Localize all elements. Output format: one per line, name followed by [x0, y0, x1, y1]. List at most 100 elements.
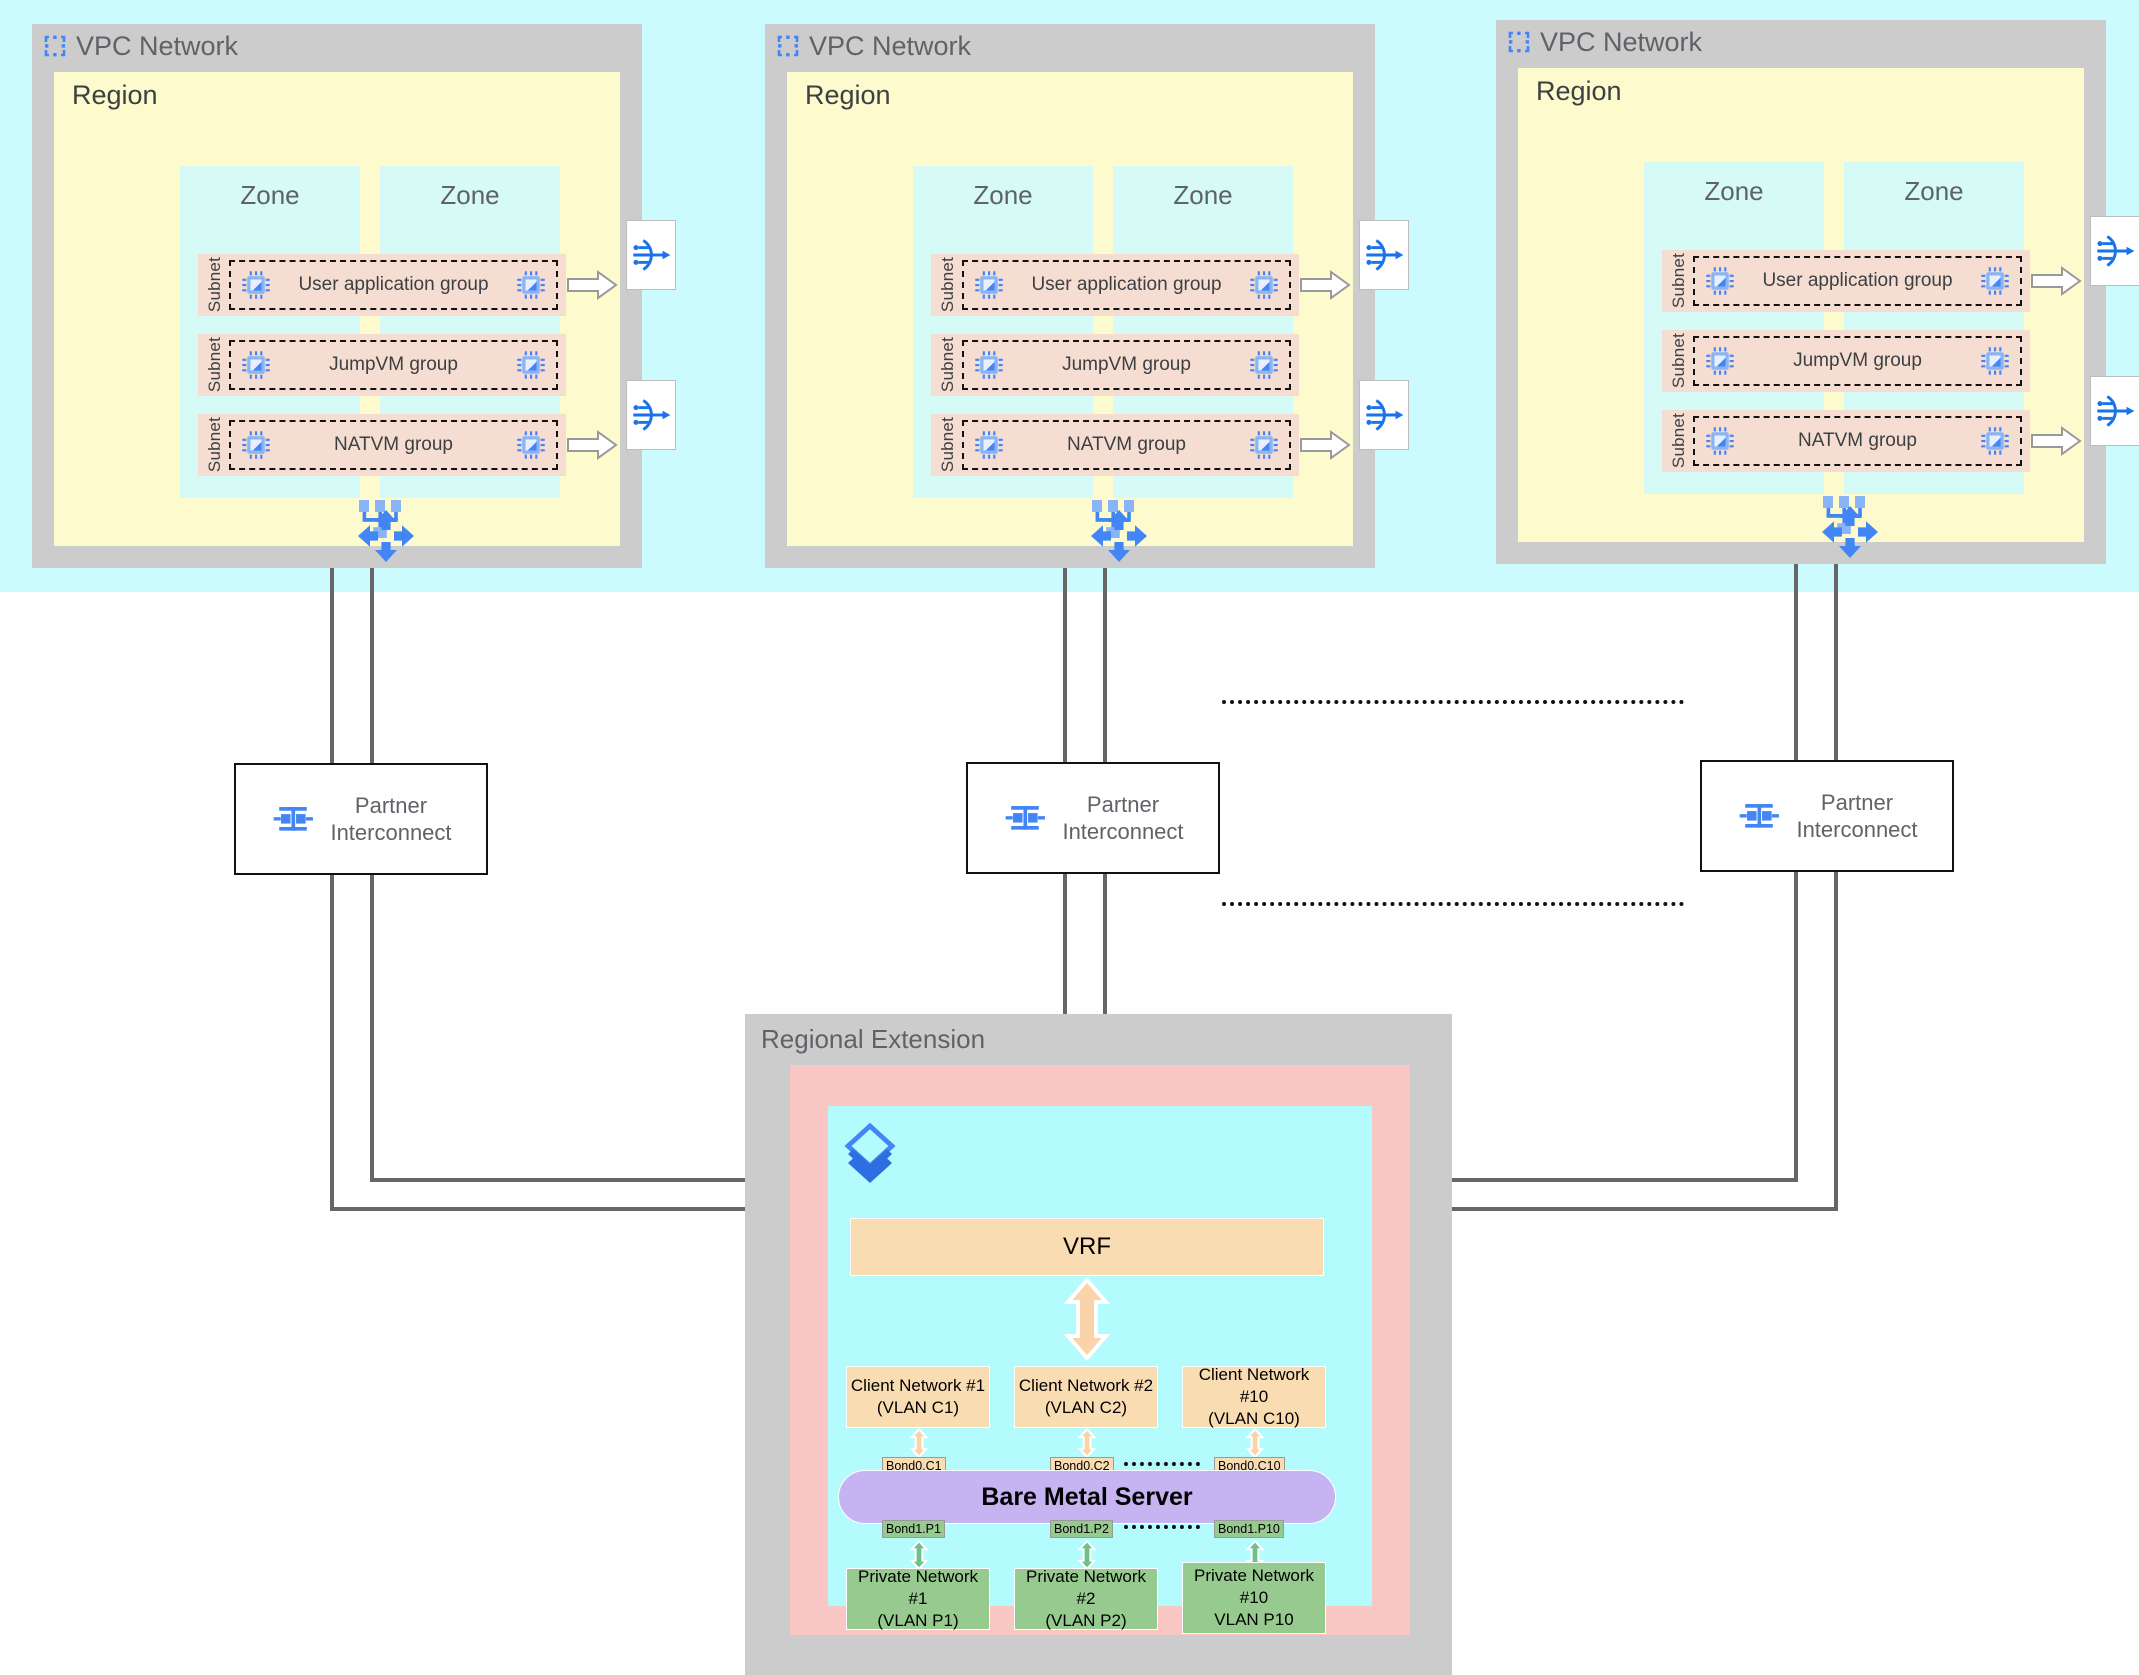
cloud-router-icon: [1089, 508, 1149, 564]
client-network-line-1: Client Network #10: [1198, 1364, 1310, 1406]
instance-group-user-application: User application group: [229, 260, 558, 310]
client-network-line-2: (VLAN C2): [1044, 1398, 1128, 1417]
regional-extension: Regional Extension VRF: [745, 1014, 1452, 1675]
client-network-line-2: (VLAN C1): [876, 1398, 960, 1417]
vm-chip-icon: [1705, 426, 1735, 456]
instance-group-jumpvm: JumpVM group: [962, 340, 1291, 390]
vm-chip-icon: [241, 350, 271, 380]
bond-label-p2: Bond1.P2: [1050, 1520, 1113, 1539]
interconnect-icon: [1002, 798, 1048, 838]
vm-chip-icon: [516, 270, 546, 300]
regional-extension-inner-pink: VRF Client Network #1 (VLAN C1) Client N…: [790, 1065, 1410, 1635]
vpc-title-bar-1: VPC Network: [32, 24, 642, 68]
partner-interconnect-label: Partner Interconnect: [1062, 791, 1183, 846]
vpc-title-label: VPC Network: [809, 30, 972, 61]
private-network-line-3: VLAN P10: [1214, 1610, 1294, 1630]
region-2: Region Zone Zone Subnet User application…: [787, 72, 1353, 546]
instance-group-label: NATVM group: [1798, 430, 1917, 451]
partner-interconnect-2[interactable]: Partner Interconnect: [966, 762, 1220, 874]
private-network-line-2: #10: [1239, 1587, 1269, 1607]
region-label: Region: [805, 80, 891, 110]
vpc-frame-icon: [1508, 31, 1530, 53]
region-3: Region Zone Zone Subnet User application…: [1518, 68, 2084, 542]
arrow-to-lb-natvm: [1300, 430, 1351, 460]
interconnect-icon: [1736, 796, 1782, 836]
pi-line-1: Partner: [354, 792, 428, 818]
private-network-line-1: Private Network #1: [858, 1566, 978, 1608]
client-network-line-1: Client Network #1: [850, 1375, 986, 1395]
instance-group-label: NATVM group: [1067, 434, 1186, 455]
instance-group-label: User application group: [298, 274, 489, 295]
client-link-arrow-2: [1077, 1427, 1097, 1459]
subnet-side-label: Subnet: [938, 257, 957, 313]
subnet-jumpvm: Subnet JumpVM group: [1662, 330, 2030, 392]
load-balancer-natvm: [626, 380, 676, 450]
vm-chip-icon: [974, 430, 1004, 460]
instance-group-label: User application group: [1762, 270, 1953, 291]
partner-interconnect-1[interactable]: Partner Interconnect: [234, 763, 488, 875]
region-1: Region Zone Zone Subnet: [54, 72, 620, 546]
cloud-router-icon: [1820, 504, 1880, 560]
arrow-to-lb-natvm: [567, 430, 618, 460]
instance-group-natvm: NATVM group: [229, 420, 558, 470]
vpc-frame-icon: [44, 35, 66, 57]
instance-group-label: NATVM group: [334, 434, 453, 455]
bond-label-p10: Bond1.P10: [1214, 1520, 1284, 1539]
arrow-to-lb-user-app: [2031, 266, 2082, 296]
instance-group-user-application: User application group: [1693, 256, 2022, 306]
interconnect-icon: [270, 799, 316, 839]
private-network-line-1: Private Network #2: [1026, 1566, 1146, 1608]
load-balancer-natvm: [1359, 380, 1409, 450]
vm-chip-icon: [974, 270, 1004, 300]
client-network-line-1: Client Network #2: [1018, 1375, 1154, 1395]
subnet-side-label: Subnet: [938, 417, 957, 473]
pi-line-1: Partner: [1086, 791, 1160, 817]
instance-group-natvm: NATVM group: [1693, 416, 2022, 466]
zone-label: Zone: [1704, 176, 1764, 206]
zone-label: Zone: [1173, 180, 1233, 210]
zone-label: Zone: [240, 180, 300, 210]
client-link-arrow-10: [1245, 1427, 1265, 1459]
vm-chip-icon: [1705, 266, 1735, 296]
pi-line-2: Interconnect: [1796, 817, 1918, 842]
vm-chip-icon: [1705, 346, 1735, 376]
subnet-side-label: Subnet: [205, 337, 224, 393]
vpc-title-bar-3: VPC Network: [1496, 20, 2106, 64]
subnet-natvm: Subnet NATVM group: [931, 414, 1299, 476]
instance-group-jumpvm: JumpVM group: [229, 340, 558, 390]
vm-chip-icon: [974, 350, 1004, 380]
vm-chip-icon: [516, 430, 546, 460]
regional-extension-title: Regional Extension: [761, 1024, 986, 1054]
subnet-side-label: Subnet: [205, 417, 224, 473]
instance-group-jumpvm: JumpVM group: [1693, 336, 2022, 386]
vpc-network-3: VPC Network Region Zone Zone Subnet User…: [1496, 20, 2139, 564]
private-network-line-1: Private Network: [1194, 1565, 1314, 1585]
region-label: Region: [1536, 76, 1622, 106]
private-ellipsis: [1124, 1525, 1200, 1529]
private-network-1: Private Network #1 (VLAN P1): [846, 1566, 990, 1631]
vm-chip-icon: [241, 270, 271, 300]
subnet-user-application: Subnet User application group: [931, 254, 1299, 316]
subnet-side-label: Subnet: [938, 337, 957, 393]
pi-line-2: Interconnect: [1062, 819, 1184, 844]
client-ellipsis: [1124, 1462, 1200, 1466]
vpc-title-bar-2: VPC Network: [765, 24, 1375, 68]
subnet-jumpvm: Subnet JumpVM group: [198, 334, 566, 396]
subnet-user-application: Subnet User application group: [1662, 250, 2030, 312]
load-balancer-natvm: [2090, 376, 2139, 446]
regional-extension-core: VRF Client Network #1 (VLAN C1) Client N…: [828, 1106, 1372, 1634]
subnet-natvm: Subnet NATVM group: [1662, 410, 2030, 472]
bond-label-p1: Bond1.P1: [882, 1520, 945, 1539]
partner-interconnect-label: Partner Interconnect: [330, 792, 451, 847]
layers-icon: [838, 1120, 902, 1184]
instance-group-user-application: User application group: [962, 260, 1291, 310]
subnet-user-application: Subnet User application group: [198, 254, 566, 316]
partner-interconnect-3[interactable]: Partner Interconnect: [1700, 760, 1954, 872]
zone-label: Zone: [440, 180, 500, 210]
pi-line-2: Interconnect: [330, 820, 452, 845]
vm-chip-icon: [1980, 426, 2010, 456]
arrow-to-lb-natvm: [2031, 426, 2082, 456]
private-network-line-2: (VLAN P1): [877, 1611, 959, 1631]
client-network-2: Client Network #2 (VLAN C2): [1014, 1366, 1158, 1428]
zone-label: Zone: [973, 180, 1033, 210]
